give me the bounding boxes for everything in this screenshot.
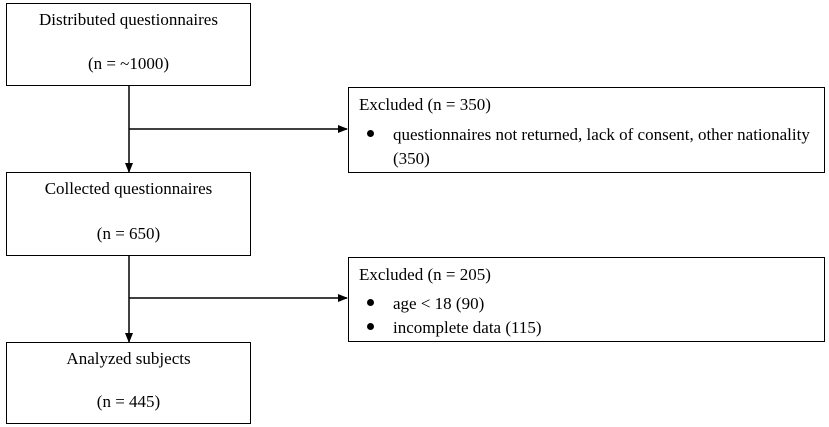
exclusion-item: age < 18 (90) [393,294,485,313]
stage-title: Collected questionnaires [44,179,213,198]
exclusion-title: Excluded (n = 350) [359,95,491,114]
exclusion-item: incomplete data (115) [393,318,542,337]
stage-collected-box: Collected questionnaires (n = 650) [6,172,251,256]
exclusion-item: questionnaires not returned, lack of con… [393,125,810,168]
exclusion-box-2: Excluded (n = 205) age < 18 (90) incompl… [348,257,825,342]
stage-analyzed-box: Analyzed subjects (n = 445) [6,342,251,424]
stage-title: Analyzed subjects [66,349,191,368]
bullet-dot [367,299,374,306]
stage-count: (n = ~1000) [87,54,170,73]
exclusion-box-1: Excluded (n = 350) questionnaires not re… [348,87,825,173]
stage-distributed-box: Distributed questionnaires (n = ~1000) [6,3,251,86]
exclusion-title: Excluded (n = 205) [359,265,491,284]
stage-count: (n = 650) [96,224,161,243]
bullet-dot [367,323,374,330]
stage-count: (n = 445) [96,392,161,411]
stage-title: Distributed questionnaires [39,10,218,29]
bullet-dot [367,130,374,137]
